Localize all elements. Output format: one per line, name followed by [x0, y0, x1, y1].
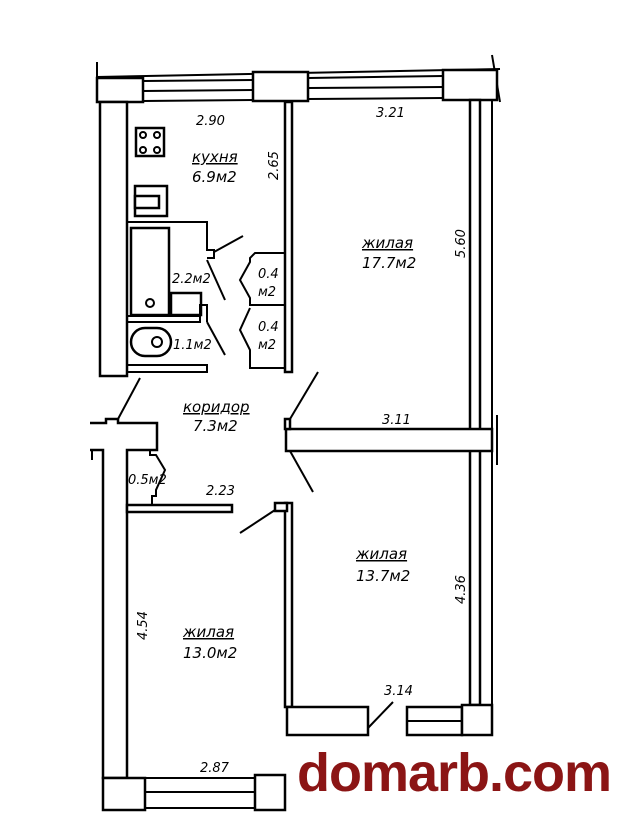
partition-middle [239, 501, 294, 709]
left-wall-upper [98, 100, 129, 378]
dimension-label: 3.11 [382, 413, 411, 428]
bathroom [127, 221, 244, 317]
dimension-label: 4.36 [454, 575, 469, 604]
living-2-name: жилая [355, 545, 407, 563]
top-window-right [307, 75, 444, 100]
watermark: domarb.com [293, 742, 616, 804]
dimension-label: 4.54 [136, 611, 151, 640]
living-1-area: 17.7м2 [362, 254, 416, 272]
right-wall [468, 98, 498, 707]
dimension-label: 2.23 [206, 484, 235, 499]
living-2-area: 13.7м2 [356, 567, 410, 585]
closet-2-area: 0.4 [258, 320, 279, 335]
closet-3-area: 0.5м2 [128, 473, 167, 488]
top-wall [95, 54, 501, 104]
partition-rooms [284, 427, 494, 453]
left-wall-lower [90, 377, 159, 780]
bottom-left-wall [101, 773, 287, 812]
sink-icon [133, 184, 169, 218]
closet-1-area: 0.4 [258, 267, 279, 282]
dimension-label: 2.65 [267, 151, 282, 180]
living-1-name: жилая [361, 234, 413, 252]
living-3-area: 13.0м2 [183, 644, 237, 662]
toilet [127, 304, 226, 373]
dimension-label: 3.14 [384, 684, 413, 699]
dimension-label: 3.21 [376, 106, 405, 121]
toilet-area: 1.1м2 [173, 338, 212, 353]
dimension-label: 2.90 [196, 114, 225, 129]
closet-1-unit: м2 [258, 285, 276, 300]
kitchen-name: кухня [192, 148, 238, 166]
dimension-label: 5.60 [454, 229, 469, 258]
bottom-right-wall [285, 701, 494, 737]
living-3-name: жилая [182, 623, 234, 641]
closets [238, 252, 285, 369]
top-window-left [142, 79, 254, 102]
corridor-area: 7.3м2 [193, 417, 238, 435]
bathroom-area: 2.2м2 [172, 272, 211, 287]
corridor-name: коридор [183, 398, 250, 416]
stove-icon [134, 126, 166, 158]
partition-kitchen-room [283, 100, 294, 374]
kitchen-area: 6.9м2 [192, 168, 237, 186]
closet-2-unit: м2 [258, 338, 276, 353]
closet-small [125, 450, 234, 514]
dimension-label: 2.87 [200, 761, 230, 776]
